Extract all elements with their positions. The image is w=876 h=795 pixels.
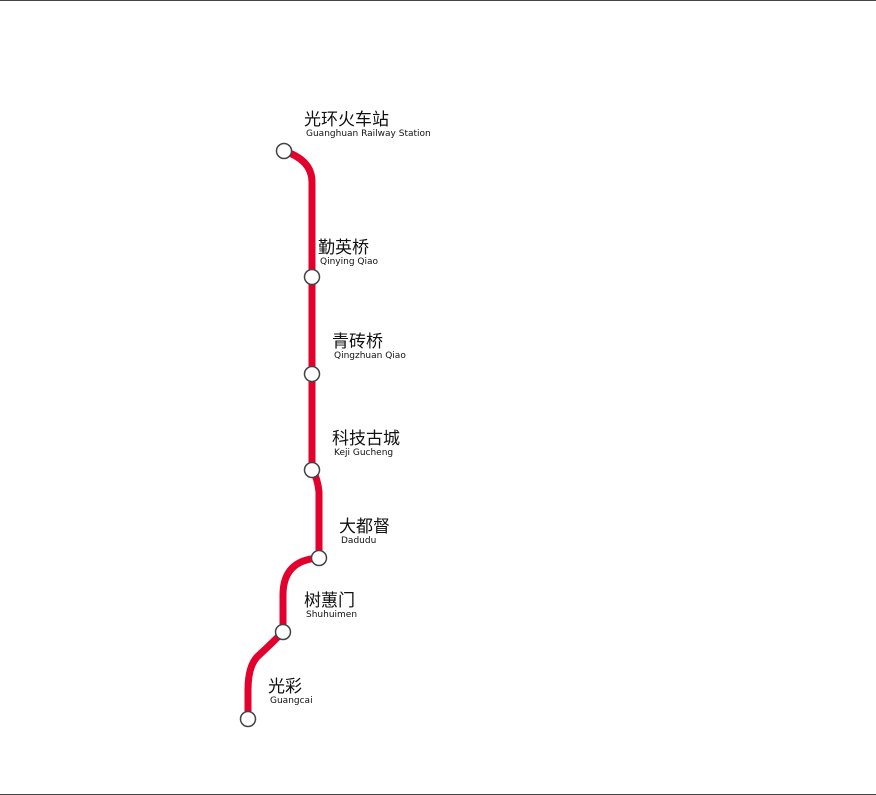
station-qinying[interactable]: 勤英桥 Qinying Qiao: [303, 238, 379, 286]
station-name-en: Qinying Qiao: [320, 257, 378, 267]
station-marker[interactable]: [274, 623, 292, 641]
station-guanghuan[interactable]: 光环火车站 Guanghuan Railway Station: [275, 110, 431, 160]
station-marker[interactable]: [303, 268, 321, 286]
station-marker[interactable]: [303, 365, 321, 383]
station-name-zh: 光彩: [268, 677, 302, 697]
station-name-en: Qingzhuan Qiao: [334, 351, 406, 361]
station-dadudu[interactable]: 大都督 Dadudu: [310, 517, 391, 567]
station-shuhuimen[interactable]: 树蕙门 Shuhuimen: [274, 591, 358, 641]
station-name-en: Guanghuan Railway Station: [306, 129, 431, 139]
station-name-zh: 光环火车站: [304, 110, 389, 130]
station-guangcai[interactable]: 光彩 Guangcai: [239, 677, 313, 728]
station-marker[interactable]: [239, 710, 257, 728]
station-name-en: Guangcai: [270, 696, 313, 706]
station-name-zh: 勤英桥: [318, 238, 369, 258]
station-keji-gucheng[interactable]: 科技古城 Keji Gucheng: [303, 429, 401, 479]
station-name-zh: 科技古城: [332, 429, 400, 449]
station-name-zh: 大都督: [339, 517, 390, 537]
station-name-zh: 树蕙门: [304, 591, 355, 611]
station-marker[interactable]: [303, 461, 321, 479]
station-name-en: Keji Gucheng: [334, 448, 393, 458]
metro-route-line: [244, 147, 323, 723]
station-name-en: Dadudu: [341, 536, 376, 546]
station-marker[interactable]: [275, 142, 293, 160]
station-marker[interactable]: [310, 549, 328, 567]
station-name-zh: 青砖桥: [332, 332, 383, 352]
station-qingzhuan[interactable]: 青砖桥 Qingzhuan Qiao: [303, 332, 407, 383]
station-name-en: Shuhuimen: [306, 610, 357, 620]
